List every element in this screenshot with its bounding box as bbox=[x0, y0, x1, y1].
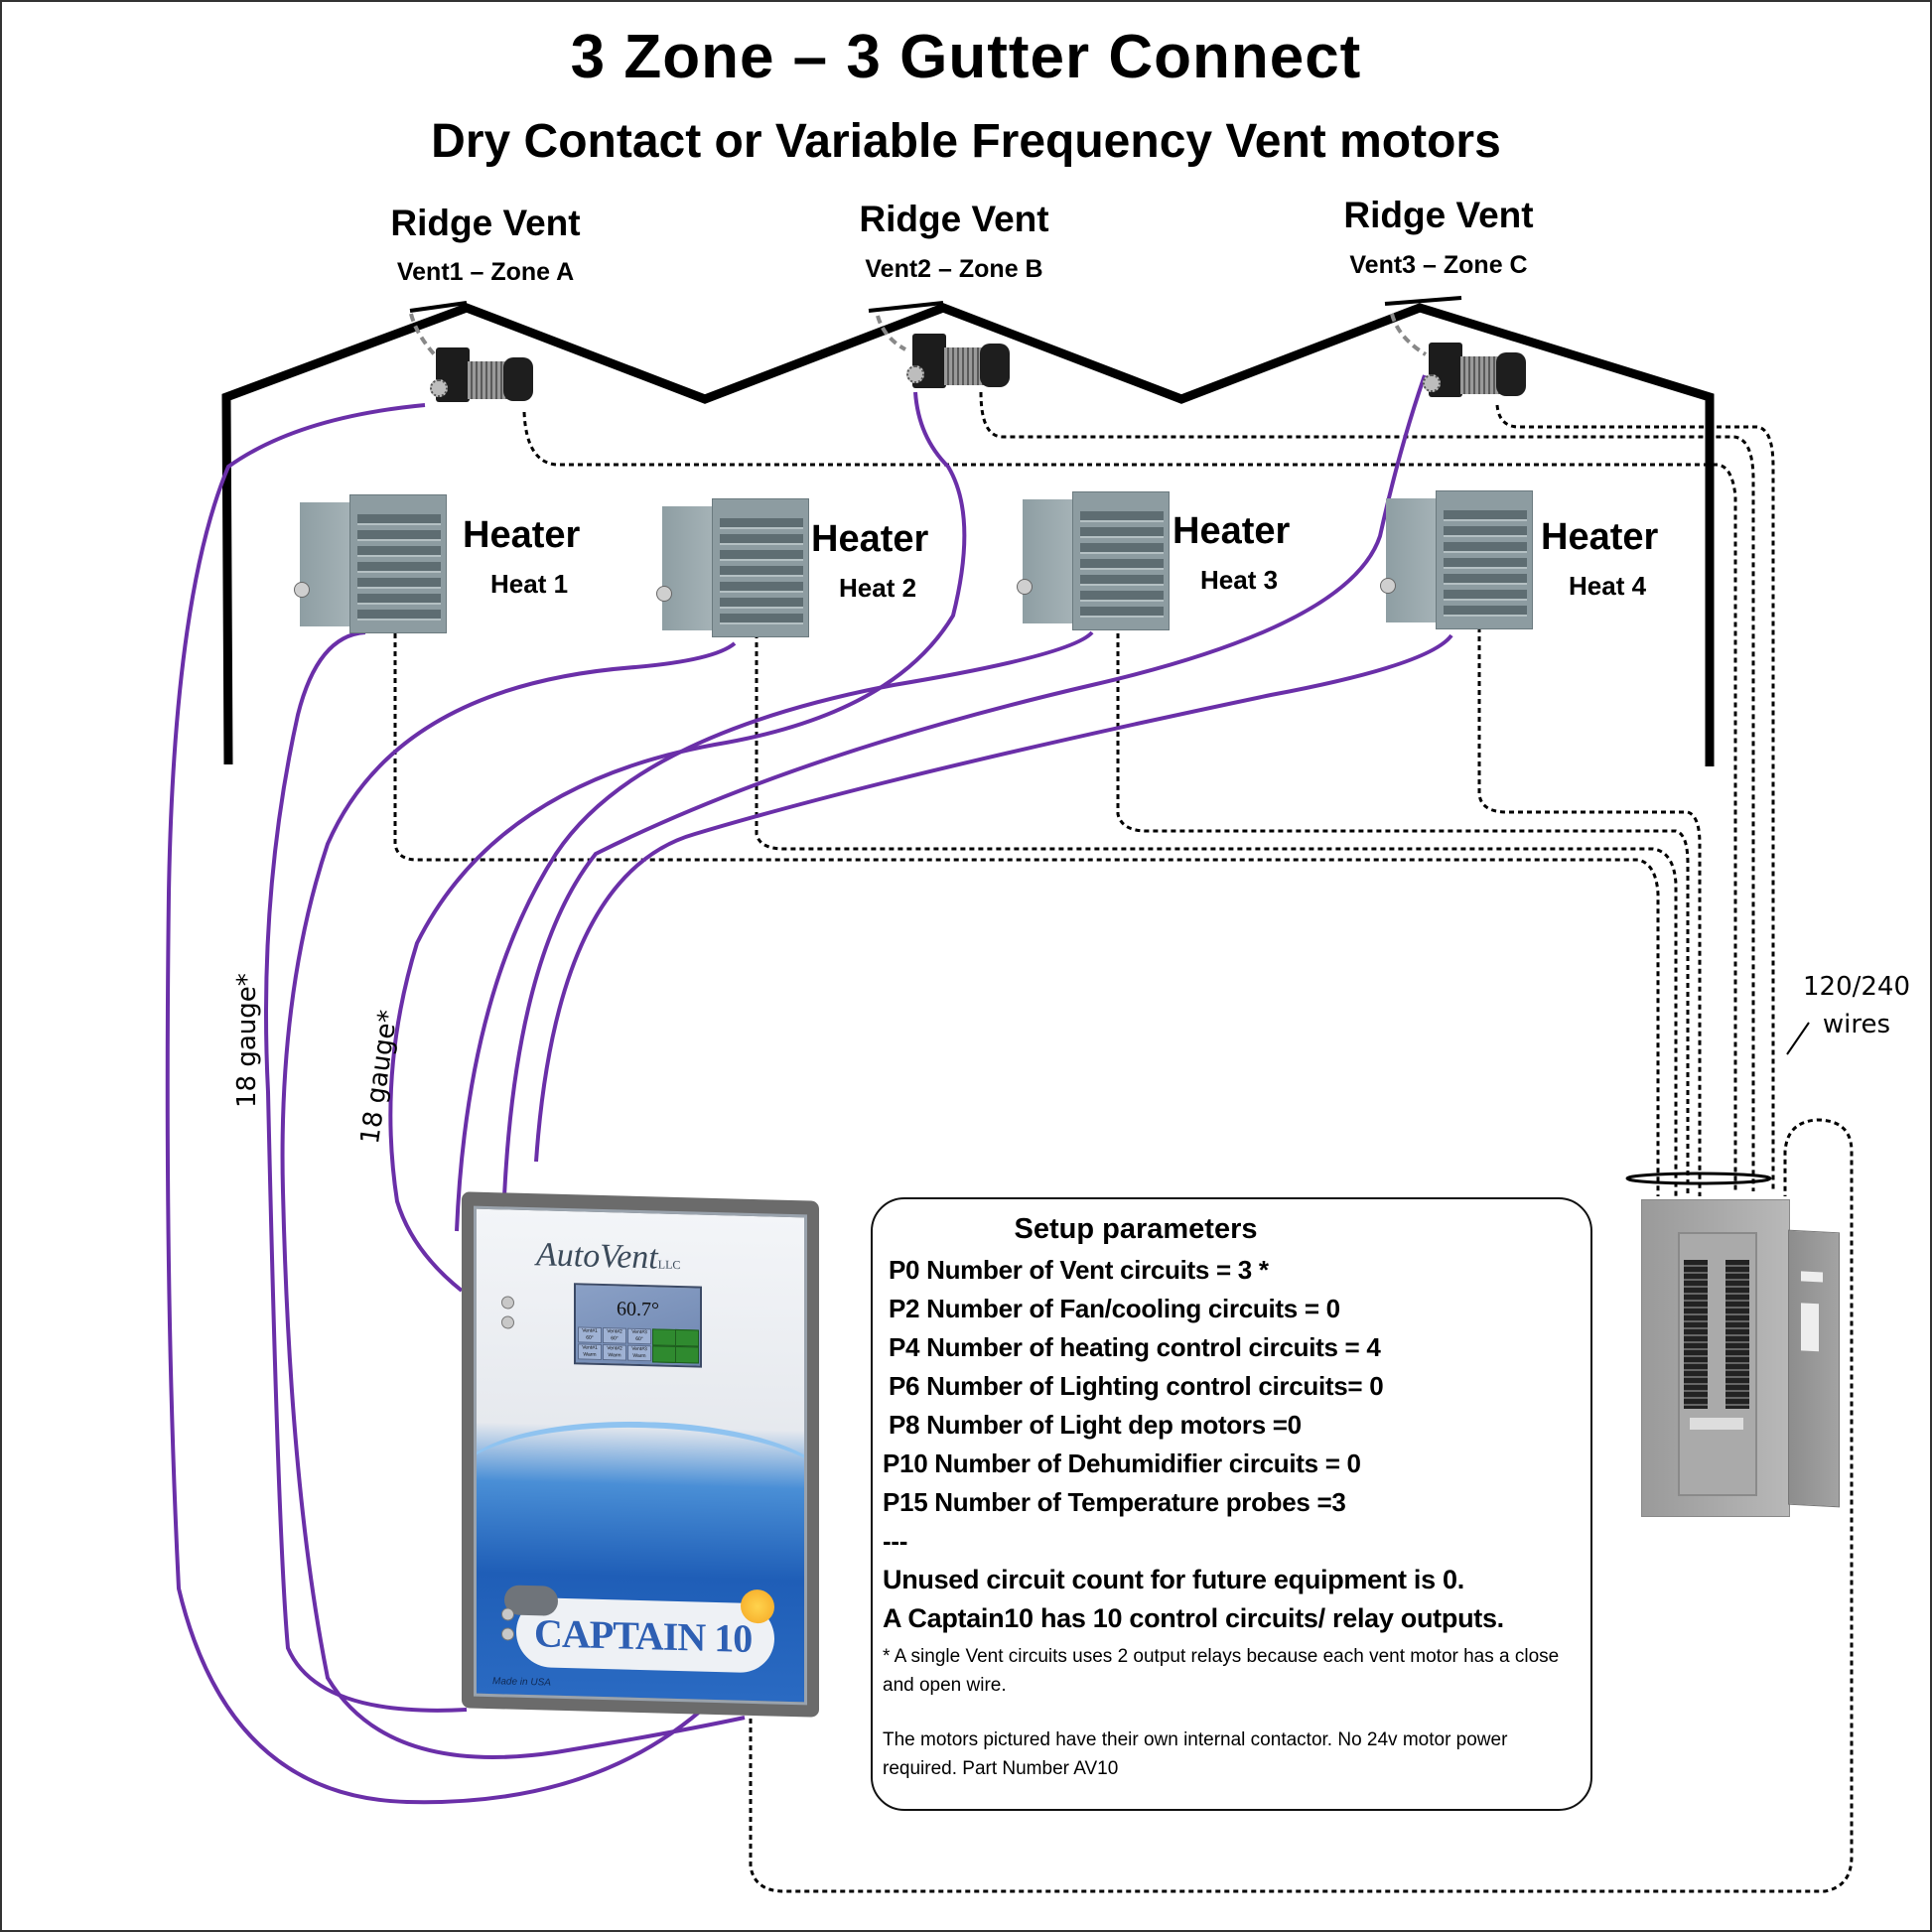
vent-2-label: Vent2 – Zone B bbox=[865, 255, 1043, 283]
screen-cell: Vent#3 60° bbox=[627, 1327, 651, 1345]
setup-param: P6 Number of Lighting control circuits= … bbox=[889, 1371, 1384, 1401]
screen-status-cell bbox=[652, 1345, 676, 1363]
setup-summary-unused: Unused circuit count for future equipmen… bbox=[883, 1565, 1464, 1594]
captain10-controller: AutoVentLLC 60.7° Vent#1 60° Vent#2 60° … bbox=[462, 1191, 819, 1718]
screen-status-cell bbox=[675, 1328, 699, 1347]
wire-bundle-ring bbox=[1625, 1172, 1772, 1185]
screen-status-cell bbox=[675, 1345, 699, 1364]
setup-param: P8 Number of Light dep motors =0 bbox=[889, 1410, 1302, 1440]
voltage-label: 120/240 wires bbox=[1797, 968, 1916, 1043]
screen-status-cell bbox=[652, 1328, 676, 1346]
screen-cell: Vent#1 Warm bbox=[578, 1343, 602, 1360]
vent-flap-c bbox=[1384, 296, 1462, 306]
screen-cell: Vent#1 60° bbox=[578, 1326, 602, 1343]
wire-heat1-power bbox=[393, 633, 1660, 1196]
door-latch-icon bbox=[501, 1627, 514, 1641]
controller-screen: 60.7° Vent#1 60° Vent#2 60° Vent#3 60° V… bbox=[574, 1283, 702, 1368]
controller-brand: AutoVentLLC bbox=[536, 1236, 681, 1277]
setup-param: P15 Number of Temperature probes =3 bbox=[883, 1487, 1346, 1517]
setup-param: P10 Number of Dehumidifier circuits = 0 bbox=[883, 1449, 1361, 1478]
setup-separator: --- bbox=[883, 1526, 908, 1556]
vent-3-label: Vent3 – Zone C bbox=[1349, 251, 1528, 279]
setup-motor-note: The motors pictured have their own inter… bbox=[883, 1729, 1508, 1779]
diagram-title: 3 Zone – 3 Gutter Connect bbox=[570, 23, 1362, 91]
screen-cell: Vent#3 Warm bbox=[627, 1344, 651, 1362]
controller-door: AutoVentLLC 60.7° Vent#1 60° Vent#2 60° … bbox=[474, 1205, 807, 1706]
setup-param: P0 Number of Vent circuits = 3 * bbox=[889, 1255, 1269, 1285]
vent-arm-b bbox=[876, 315, 906, 351]
setup-title: Setup parameters bbox=[1014, 1213, 1258, 1245]
wire-heat3-control bbox=[455, 630, 1094, 1232]
wire-heat2-power bbox=[755, 633, 1678, 1196]
electrical-panel-icon bbox=[1641, 1199, 1790, 1517]
vent-2-title: Ridge Vent bbox=[859, 199, 1049, 239]
heater-3-label: Heat 3 bbox=[1200, 565, 1279, 595]
vent-3-title: Ridge Vent bbox=[1343, 195, 1534, 235]
heater-2-label: Heat 2 bbox=[839, 573, 917, 603]
wire-heat3-power bbox=[1116, 633, 1690, 1196]
greenhouse-roof bbox=[221, 303, 1715, 766]
gear-motor-icon bbox=[1423, 343, 1527, 404]
voltage-leader-line bbox=[1786, 1022, 1810, 1055]
door-latch-icon bbox=[501, 1296, 514, 1310]
setup-summary-capacity: A Captain10 has 10 control circuits/ rel… bbox=[883, 1603, 1504, 1633]
wire-controller-power bbox=[749, 1118, 1854, 1893]
heater-2-title: Heater bbox=[811, 518, 929, 560]
control-wires bbox=[165, 374, 1453, 1805]
line-voltage-wires bbox=[393, 391, 1854, 1893]
voltage-label-line1: 120/240 bbox=[1802, 972, 1910, 1002]
made-in-usa: Made in USA bbox=[492, 1676, 551, 1689]
setup-param: P2 Number of Fan/cooling circuits = 0 bbox=[889, 1294, 1340, 1323]
gauge-label-1: 18 gauge* bbox=[232, 973, 262, 1108]
diagram-subtitle: Dry Contact or Variable Frequency Vent m… bbox=[431, 115, 1501, 168]
screen-cell: Vent#2 60° bbox=[603, 1327, 626, 1344]
vent-arm-c bbox=[1390, 313, 1428, 356]
gear-motor-icon bbox=[906, 334, 1011, 395]
vent-1-title: Ridge Vent bbox=[390, 203, 581, 243]
heater-4-title: Heater bbox=[1541, 516, 1659, 558]
setup-footnote: * A single Vent circuits uses 2 output r… bbox=[883, 1646, 1560, 1696]
setup-param: P4 Number of heating control circuits = … bbox=[889, 1332, 1381, 1362]
screen-temperature: 60.7° bbox=[617, 1298, 659, 1321]
setup-parameters-box: Setup parameters P0 Number of Vent circu… bbox=[871, 1197, 1592, 1811]
panel-door bbox=[1788, 1229, 1840, 1508]
wire-vent3-control bbox=[502, 374, 1427, 1197]
vent-flap-a bbox=[409, 301, 468, 313]
vent-flap-b bbox=[868, 301, 944, 313]
heater-1-label: Heat 1 bbox=[490, 569, 569, 599]
heater-1-title: Heater bbox=[463, 514, 581, 556]
unit-heater-icon bbox=[294, 494, 449, 633]
wire-heat1-control bbox=[264, 630, 468, 1713]
controller-wave-graphic bbox=[474, 1417, 807, 1553]
wire-vent1-control bbox=[165, 403, 712, 1805]
door-latch-icon bbox=[501, 1607, 514, 1621]
wire-heat4-power bbox=[1477, 627, 1702, 1196]
gear-motor-icon bbox=[430, 347, 534, 409]
wire-vent3-power bbox=[1495, 404, 1775, 1191]
screen-cell: Vent#2 Warm bbox=[603, 1344, 626, 1361]
unit-heater-icon bbox=[1380, 490, 1535, 629]
wire-heat2-control bbox=[280, 641, 746, 1759]
wire-vent2-control bbox=[388, 391, 967, 1293]
unit-heater-icon bbox=[1017, 491, 1172, 630]
unit-heater-icon bbox=[656, 498, 811, 637]
wire-heat4-control bbox=[534, 633, 1453, 1163]
vent-1-label: Vent1 – Zone A bbox=[396, 258, 575, 286]
heater-4-label: Heat 4 bbox=[1569, 571, 1647, 601]
controller-model: CAPTAIN 10 bbox=[534, 1610, 753, 1661]
door-latch-icon bbox=[501, 1315, 514, 1329]
voltage-label-line2: wires bbox=[1822, 1010, 1891, 1039]
heater-3-title: Heater bbox=[1173, 510, 1291, 552]
